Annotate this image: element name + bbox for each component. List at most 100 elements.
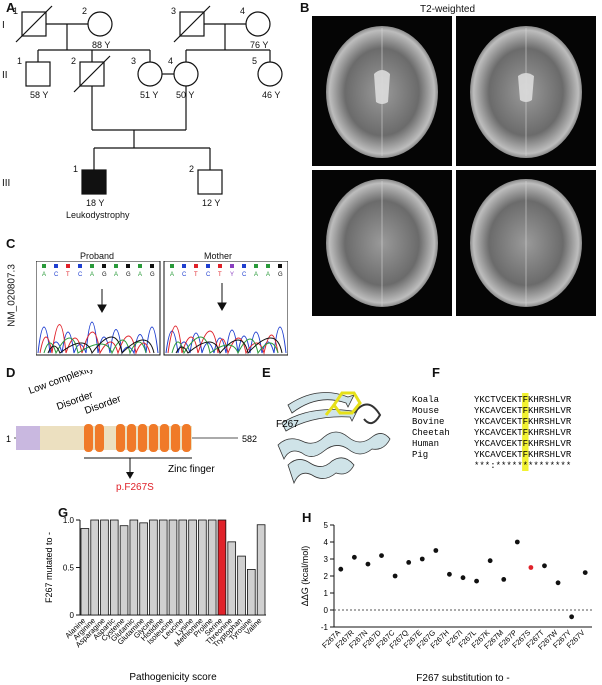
- data-point: [406, 560, 412, 565]
- zinc-finger: [138, 424, 147, 452]
- base-call: C: [206, 272, 211, 278]
- y-tick-label: 4: [324, 538, 329, 547]
- chromatogram-frame-proband: [36, 261, 161, 356]
- sequence: YKCAVCEKTFKHRSHLVR: [474, 428, 572, 438]
- data-point: [460, 575, 466, 581]
- pedigree-age: 58 Y: [30, 90, 48, 100]
- generation-label: I: [2, 20, 5, 31]
- y-tick-label: 0.5: [63, 564, 75, 573]
- disorder-region: [40, 426, 82, 450]
- panel-label-h: H: [302, 510, 312, 525]
- base-marker: [78, 264, 82, 268]
- loop-strand: [353, 403, 382, 425]
- mri-title: T2-weighted: [420, 4, 476, 15]
- pedigree-ii4-female: [173, 61, 199, 87]
- mutation-arrowhead: [126, 472, 134, 479]
- bar: [178, 519, 188, 616]
- base-call: G: [102, 272, 107, 278]
- y-tick-label: 1: [324, 589, 329, 598]
- bar: [119, 525, 129, 616]
- species-name: Koala: [412, 395, 440, 405]
- base-marker: [138, 264, 142, 268]
- y-tick-label: 0: [70, 611, 75, 620]
- base-call: G: [150, 272, 155, 278]
- base-marker: [150, 264, 154, 268]
- panel-label-d: D: [6, 365, 16, 380]
- pedigree-chart: I II III 1 2 88 Y 3 4 76 Y 1 58 Y 2 3 51…: [2, 5, 283, 220]
- panel-label-b: B: [300, 0, 310, 15]
- pedigree-age: 18 Y: [86, 198, 104, 208]
- base-marker: [114, 264, 118, 268]
- zinc-finger: [149, 424, 158, 452]
- pedigree-ii3-female: [137, 61, 163, 87]
- base-marker: [194, 264, 198, 268]
- data-point: [392, 573, 398, 579]
- pedigree-age: 12 Y: [202, 198, 220, 208]
- pedigree-id: 3: [171, 6, 176, 16]
- base-marker: [66, 264, 70, 268]
- trace-t: [167, 325, 279, 355]
- f267-side-chain: [332, 391, 362, 415]
- variant-arrowhead: [97, 304, 107, 314]
- generation-label: III: [2, 178, 10, 189]
- base-call: A: [90, 272, 94, 278]
- pedigree-id: 1: [13, 6, 18, 16]
- base-call: T: [66, 272, 70, 278]
- species-name: Human: [412, 439, 439, 449]
- y-tick-label: 5: [324, 521, 329, 530]
- protein-structure: F267: [276, 391, 391, 485]
- bar: [217, 519, 227, 616]
- base-call: C: [54, 272, 59, 278]
- x-axis-label: Pathogenicity score: [129, 672, 217, 683]
- base-marker: [126, 264, 130, 268]
- base-call: Y: [230, 272, 234, 278]
- base-call: A: [42, 272, 46, 278]
- bar: [90, 519, 99, 616]
- x-axis-label: F267 substitution to -: [416, 673, 509, 684]
- data-point: [338, 566, 344, 572]
- chromatogram-frame-mother: [163, 261, 288, 356]
- pedigree-age: 50 Y: [176, 90, 194, 100]
- base-call: A: [170, 272, 174, 278]
- base-marker: [206, 264, 210, 268]
- base-call: A: [138, 272, 142, 278]
- data-point: [501, 577, 507, 582]
- domain-end: 582: [242, 434, 257, 444]
- data-point: [487, 558, 493, 564]
- pedigree-id: 4: [240, 6, 245, 16]
- sanger-ylabel: NM_020807.3: [6, 264, 18, 327]
- pedigree-age: 76 Y: [250, 40, 268, 50]
- sanger-title-mother: Mother: [204, 251, 233, 261]
- data-point: [379, 553, 384, 558]
- species-name: Cheetah: [412, 428, 450, 438]
- data-point: [569, 614, 575, 620]
- base-marker: [90, 264, 94, 268]
- base-call: C: [242, 272, 247, 278]
- trace-c: [37, 321, 159, 355]
- low-complexity-region: [16, 426, 40, 450]
- base-call: C: [78, 272, 83, 278]
- data-point: [433, 548, 439, 553]
- variant-arrowhead: [217, 302, 227, 312]
- base-marker: [242, 264, 246, 268]
- bar: [168, 519, 178, 616]
- data-point: [474, 578, 479, 584]
- base-marker: [230, 264, 234, 268]
- sanger-title-proband: Proband: [80, 251, 115, 261]
- alpha-helix: [287, 457, 355, 485]
- zinc-finger: [182, 424, 191, 452]
- bar: [158, 519, 168, 616]
- zinc-finger: [160, 424, 169, 452]
- residue-label: F267: [276, 419, 299, 430]
- protein-domain-diagram: Low complexity Disorder Disorder 1 582 Z…: [6, 370, 257, 493]
- zinc-finger: [171, 424, 180, 452]
- bar: [139, 522, 148, 616]
- pedigree-id: 3: [131, 56, 136, 66]
- sequence: YKCAVCEKTFKHRSHLVR: [474, 417, 572, 427]
- panel-label-a: A: [6, 0, 16, 15]
- zinc-finger-label: Zinc finger: [168, 464, 215, 475]
- y-tick-label: -1: [321, 623, 329, 632]
- base-marker: [170, 264, 174, 268]
- base-call: T: [218, 272, 222, 278]
